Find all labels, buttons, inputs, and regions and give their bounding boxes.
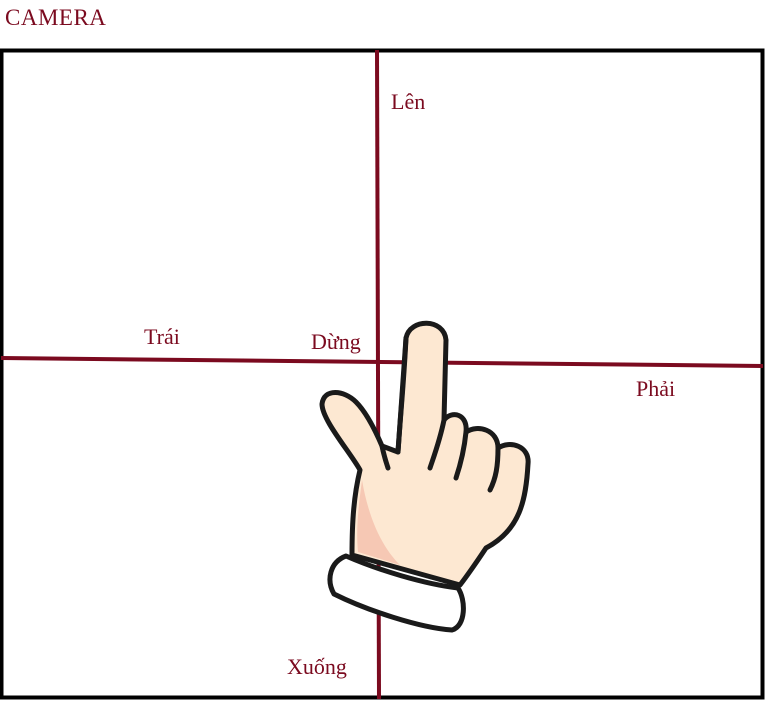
right-zone[interactable] [378, 366, 761, 696]
down-label[interactable]: Xuống [287, 654, 347, 679]
page-title: CAMERA [5, 5, 107, 30]
up-label[interactable]: Lên [391, 89, 426, 114]
right-label[interactable]: Phải [636, 376, 676, 401]
down-zone[interactable] [3, 362, 377, 696]
up-zone[interactable] [378, 52, 761, 362]
left-zone[interactable] [3, 52, 377, 360]
left-label[interactable]: Trái [144, 324, 180, 349]
stop-label[interactable]: Dừng [311, 329, 361, 354]
